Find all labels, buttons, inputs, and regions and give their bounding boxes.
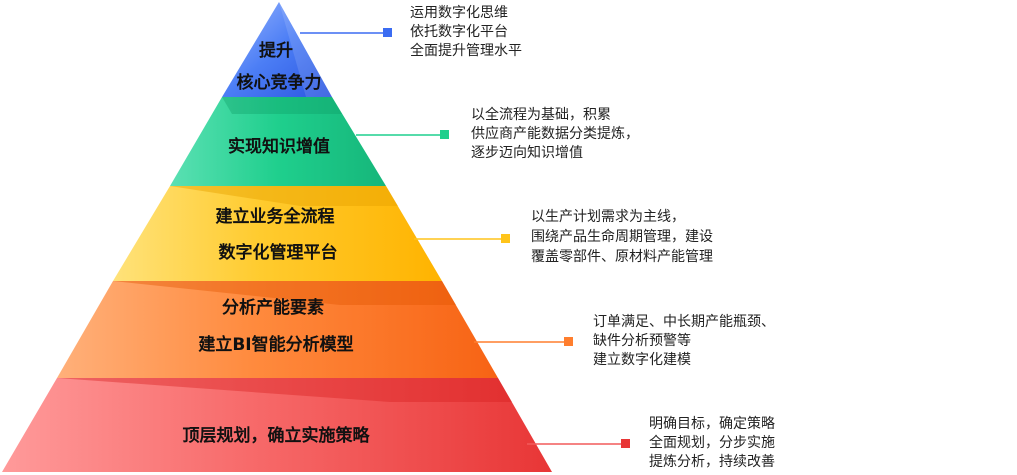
tier-5-description-line-2: 全面规划，分步实施 <box>649 434 775 451</box>
tier-1-description-line-3: 全面提升管理水平 <box>410 42 522 59</box>
tier-1: 提升 核心竞争力 运用数字化思维 依托数字化平台 全面提升管理水平 <box>222 2 522 97</box>
tier-1-description: 运用数字化思维 依托数字化平台 全面提升管理水平 <box>410 5 522 59</box>
tier-2-description-line-2: 供应商产能数据分类提炼， <box>471 125 639 142</box>
tier-3-description-line-3: 覆盖零部件、原材料产能管理 <box>531 249 713 265</box>
tier-5-label: 顶层规划，确立实施策略 <box>183 425 371 446</box>
tier-3-description-line-1: 以生产计划需求为主线， <box>531 209 685 225</box>
tier-2-description-line-1: 以全流程为基础，积累 <box>471 106 611 123</box>
tier-5-shade <box>57 378 512 402</box>
tier-2-connector-dot <box>440 130 449 139</box>
tier-3-description-line-2: 围绕产品生命周期管理，建设 <box>531 228 713 245</box>
tier-3-shade <box>170 186 398 206</box>
tier-4-description: 订单满足、中长期产能瓶颈、 缺件分析预警等 建立数字化建模 <box>593 314 779 368</box>
tier-3-label-line-1: 建立业务全流程 <box>216 206 335 227</box>
tier-3-description: 以生产计划需求为主线， 围绕产品生命周期管理，建设 覆盖零部件、原材料产能管理 <box>531 209 717 265</box>
tier-5-description-line-3: 提炼分析，持续改善 <box>649 453 775 470</box>
tier-4-connector-dot <box>564 337 573 346</box>
tier-5-label-line-1: 顶层规划，确立实施策略 <box>183 425 371 446</box>
tier-3: 建立业务全流程 数字化管理平台 以生产计划需求为主线， 围绕产品生命周期管理，建… <box>113 186 717 281</box>
tier-3-connector-dot <box>501 234 510 243</box>
tier-4-label: 分析产能要素 建立BI智能分析模型 <box>198 297 353 355</box>
tier-1-label-line-2: 核心竞争力 <box>237 72 322 93</box>
tier-4-description-line-2: 缺件分析预警等 <box>593 332 691 349</box>
tier-5: 顶层规划，确立实施策略 明确目标，确定策略 全面规划，分步实施 提炼分析，持续改… <box>2 378 779 472</box>
tier-2-label: 实现知识增值 <box>228 136 330 157</box>
tier-4-shade <box>113 281 456 305</box>
tier-4-label-line-2: 建立BI智能分析模型 <box>198 334 353 355</box>
tier-4-description-line-1: 订单满足、中长期产能瓶颈、 <box>593 314 775 330</box>
tier-5-description: 明确目标，确定策略 全面规划，分步实施 提炼分析，持续改善 <box>649 415 779 470</box>
tier-2-shade <box>222 97 342 114</box>
tier-2-label-line-1: 实现知识增值 <box>228 136 330 157</box>
tier-4-description-line-3: 建立数字化建模 <box>593 352 691 368</box>
tier-2: 实现知识增值 以全流程为基础，积累 供应商产能数据分类提炼， 逐步迈向知识增值 <box>170 97 643 186</box>
tier-5-connector-dot <box>621 439 630 448</box>
tier-4: 分析产能要素 建立BI智能分析模型 订单满足、中长期产能瓶颈、 缺件分析预警等 … <box>57 281 779 378</box>
tier-3-label-line-2: 数字化管理平台 <box>219 242 338 263</box>
tier-1-shape <box>222 2 332 97</box>
tier-2-shape <box>170 97 386 186</box>
tier-4-label-line-1: 分析产能要素 <box>222 297 324 318</box>
tier-1-description-line-2: 依托数字化平台 <box>410 24 508 40</box>
tier-1-description-line-1: 运用数字化思维 <box>410 5 508 21</box>
tier-3-shape <box>113 186 442 281</box>
tier-4-shape <box>57 281 498 378</box>
tier-5-description-line-1: 明确目标，确定策略 <box>649 415 775 432</box>
tier-1-label-line-1: 提升 <box>259 41 293 61</box>
tier-3-label: 建立业务全流程 数字化管理平台 <box>216 206 341 263</box>
tier-2-description: 以全流程为基础，积累 供应商产能数据分类提炼， 逐步迈向知识增值 <box>471 106 643 161</box>
tier-1-connector-dot <box>383 28 392 37</box>
tier-2-description-line-3: 逐步迈向知识增值 <box>471 144 583 161</box>
tier-1-shade <box>279 2 332 97</box>
tier-1-label: 提升 核心竞争力 <box>237 41 322 93</box>
tier-5-shape <box>2 378 552 472</box>
